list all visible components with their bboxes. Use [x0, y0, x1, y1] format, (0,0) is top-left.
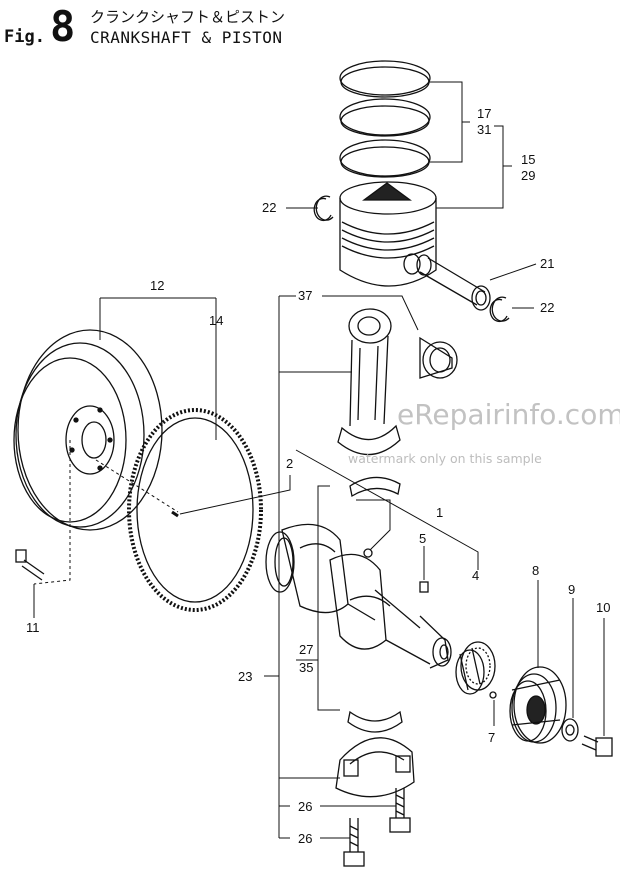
callout-31: 31 — [477, 122, 491, 137]
callout-22-right: 22 — [540, 300, 554, 315]
figure-number: 8 — [50, 2, 76, 51]
callout-2: 2 — [286, 456, 293, 471]
crankshaft-gear[interactable] — [455, 641, 496, 695]
title-english: CRANKSHAFT & PISTON — [90, 28, 283, 47]
flywheel[interactable] — [13, 329, 163, 531]
watermark-site: eRepairinfo.com — [397, 398, 620, 431]
callout-17: 17 — [477, 106, 491, 121]
callout-23: 23 — [238, 669, 252, 684]
main-bearing-lower[interactable] — [347, 710, 403, 733]
circlip-right[interactable] — [489, 296, 510, 323]
callout-35: 35 — [299, 660, 313, 675]
callout-7: 7 — [488, 730, 495, 745]
callout-26-lower: 26 — [298, 831, 312, 846]
cap-bolt-upper[interactable] — [389, 788, 411, 833]
callout-1: 1 — [436, 505, 443, 520]
pin[interactable] — [489, 691, 497, 699]
callout-37: 37 — [298, 288, 312, 303]
callout-21: 21 — [540, 256, 554, 271]
callout-15: 15 — [521, 152, 535, 167]
callout-27: 27 — [299, 642, 313, 657]
callout-8: 8 — [532, 563, 539, 578]
callout-12: 12 — [150, 278, 164, 293]
callout-5: 5 — [419, 531, 426, 546]
conrod-bearing-upper[interactable] — [349, 476, 401, 498]
callout-10: 10 — [596, 600, 610, 615]
plug[interactable] — [363, 548, 373, 558]
callout-22-left: 22 — [262, 200, 276, 215]
dowel-pin[interactable] — [171, 510, 179, 518]
connecting-rod[interactable] — [337, 308, 401, 456]
crank-pulley[interactable] — [509, 666, 567, 744]
piston-rings[interactable] — [339, 60, 431, 178]
title-japanese: クランクシャフト＆ピストン — [90, 8, 286, 26]
callout-26-upper: 26 — [298, 799, 312, 814]
bearing-cap[interactable] — [335, 737, 415, 798]
cap-bolt-lower[interactable] — [343, 818, 365, 867]
piston-pin[interactable] — [416, 254, 491, 311]
callout-9: 9 — [568, 582, 575, 597]
crankshaft[interactable] — [265, 523, 452, 669]
washer[interactable] — [561, 718, 579, 742]
ring-gear[interactable] — [127, 408, 263, 612]
leader-lines — [33, 81, 605, 839]
circlip-left[interactable] — [313, 195, 334, 222]
callout-4: 4 — [472, 568, 479, 583]
piston[interactable] — [339, 181, 437, 287]
figure-prefix: Fig. — [4, 27, 45, 47]
watermark-note: watermark only on this sample — [348, 451, 542, 466]
callout-14: 14 — [209, 313, 223, 328]
callout-labels: 17 31 15 29 22 21 22 37 12 14 2 1 5 4 8 … — [26, 106, 610, 846]
pulley-bolt[interactable] — [581, 735, 613, 757]
key[interactable] — [419, 581, 429, 593]
callout-29: 29 — [521, 168, 535, 183]
flywheel-bolt[interactable] — [15, 549, 45, 581]
small-end-bushing[interactable] — [419, 336, 458, 379]
callout-11: 11 — [26, 620, 40, 635]
